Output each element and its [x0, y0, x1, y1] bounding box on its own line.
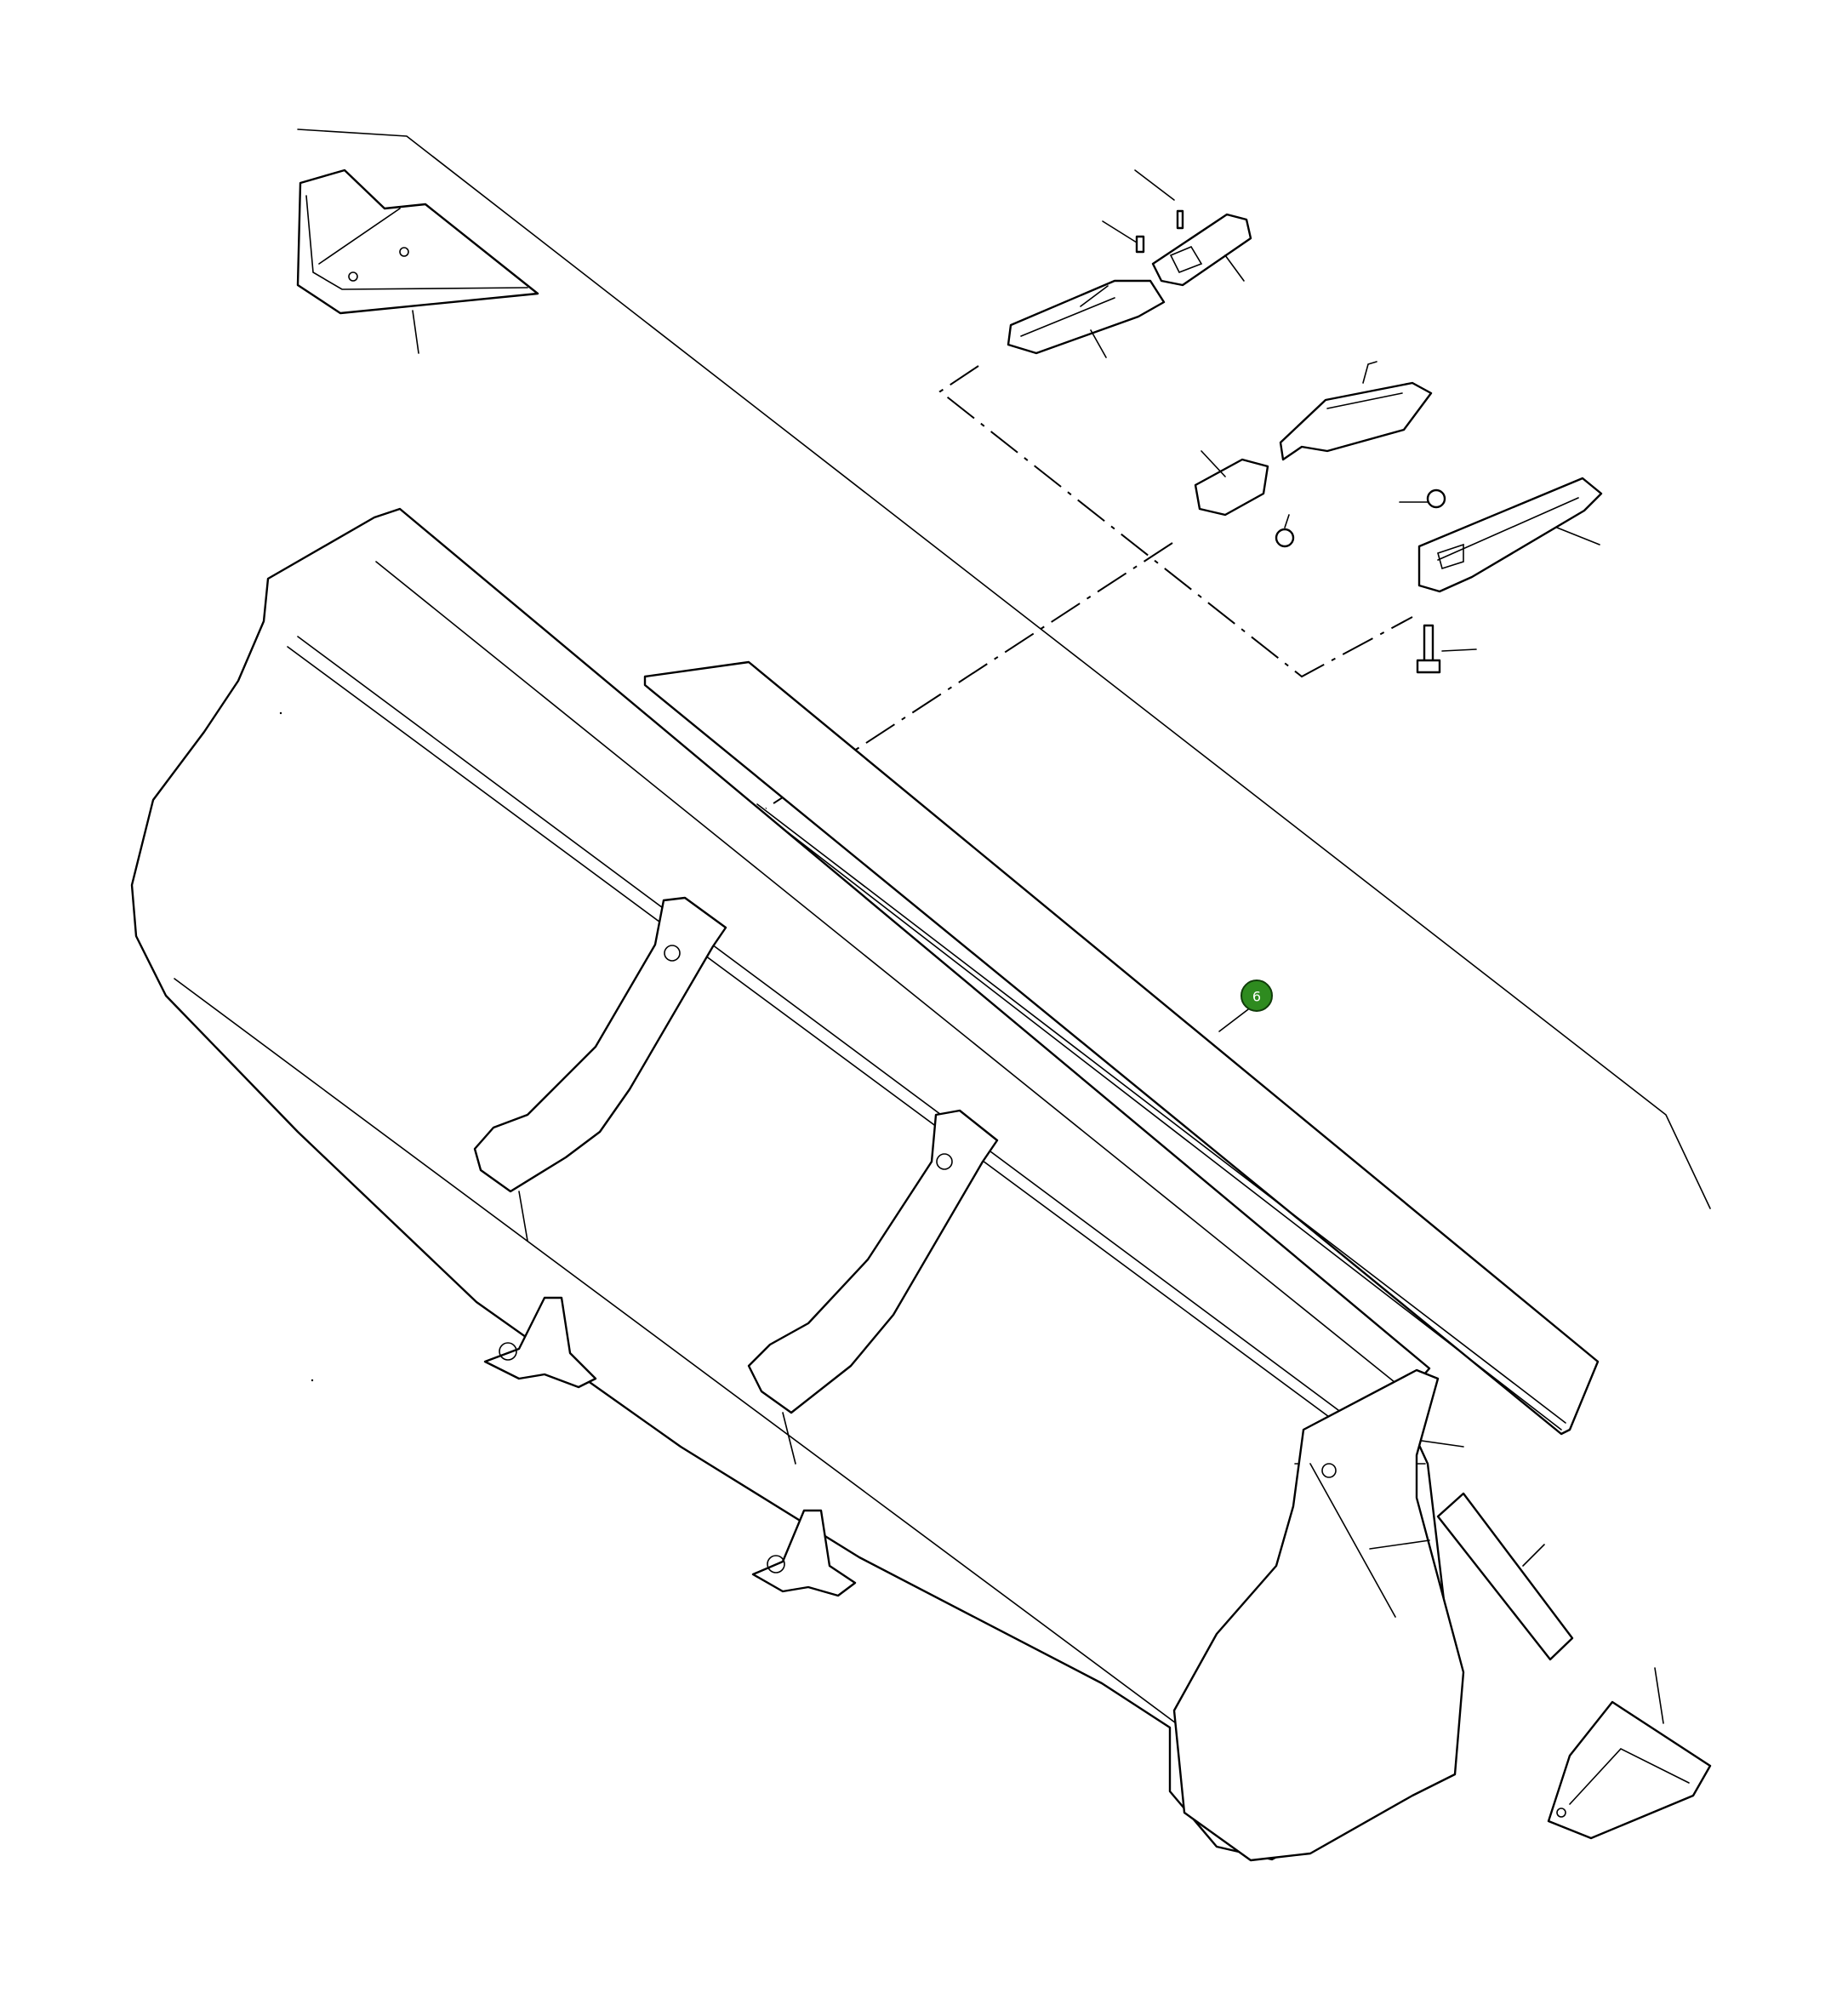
callout-6-bubble[interactable]	[1241, 980, 1273, 1012]
side-tooth	[1399, 477, 1603, 674]
tooth-tip-middle	[1194, 450, 1295, 548]
cutting-edge-blade	[643, 660, 1600, 1436]
stray-dot	[279, 711, 282, 715]
callout-6[interactable]: 6	[1241, 980, 1273, 1012]
left-side-wear-plate	[296, 168, 539, 354]
lower-lug-left	[483, 1296, 597, 1389]
mount-bracket-right	[747, 1109, 999, 1465]
stray-dot	[311, 1379, 314, 1382]
lower-lug-right	[751, 1509, 857, 1597]
bucket-right-end-plate	[1172, 1368, 1465, 1862]
mount-bracket-left	[473, 896, 727, 1242]
callout-6-label: 6	[1252, 989, 1261, 1005]
right-side-wear-plate	[1547, 1667, 1712, 1840]
tooth-adapter-middle	[1279, 361, 1433, 461]
tooth-tip-upper	[1102, 169, 1252, 287]
assembly-line-1	[938, 365, 1413, 678]
tooth-adapter-upper	[1007, 279, 1166, 358]
bucket-body	[130, 507, 1464, 1861]
overall-leader-line	[297, 129, 1711, 1209]
side-wear-strip	[1436, 1492, 1574, 1661]
